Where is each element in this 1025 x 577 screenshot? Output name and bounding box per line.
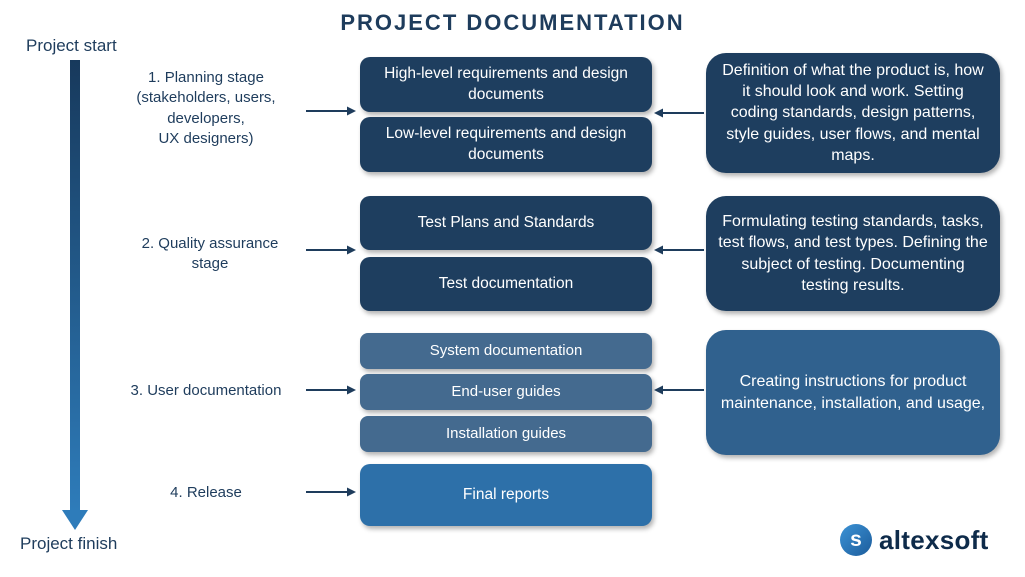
doc-box-final-reports: Final reports bbox=[360, 464, 652, 526]
note-box-planning: Definition of what the product is, how i… bbox=[706, 53, 1000, 173]
stage-label-release: 4. Release bbox=[170, 484, 242, 501]
doc-box-installation-guides: Installation guides bbox=[360, 416, 652, 452]
page-title: PROJECT DOCUMENTATION bbox=[340, 10, 685, 35]
doc-box-system-documentation: System documentation bbox=[360, 333, 652, 369]
arrow-left-userdoc-note-icon bbox=[654, 385, 704, 395]
arrow-right-release-icon bbox=[306, 487, 356, 497]
arrow-left-qa-note-icon bbox=[654, 245, 704, 255]
timeline-down-arrow-icon bbox=[62, 60, 88, 530]
doc-box-test-plans-standards: Test Plans and Standards bbox=[360, 196, 652, 250]
timeline-start-label: Project start bbox=[26, 36, 117, 55]
stage-label-planning: 1. Planning stage (stakeholders, users, … bbox=[136, 69, 276, 147]
arrow-right-planning-icon bbox=[306, 106, 356, 116]
altexsoft-logo-icon: s bbox=[840, 524, 872, 556]
timeline-finish-label: Project finish bbox=[20, 534, 118, 553]
stage-label-user-documentation: 3. User documentation bbox=[130, 382, 282, 399]
stage-label-quality-assurance: 2. Quality assurance stage bbox=[141, 235, 279, 273]
arrow-right-userdoc-icon bbox=[306, 385, 356, 395]
doc-box-high-level-requirements: High-level requirements and design docum… bbox=[360, 57, 652, 112]
note-box-user-documentation: Creating instructions for product mainte… bbox=[706, 330, 1000, 455]
arrow-left-planning-note-icon bbox=[654, 108, 704, 118]
doc-box-end-user-guides: End-user guides bbox=[360, 374, 652, 410]
doc-box-low-level-requirements: Low-level requirements and design docume… bbox=[360, 117, 652, 172]
altexsoft-logo-text: altexsoft bbox=[879, 524, 989, 555]
doc-box-test-documentation: Test documentation bbox=[360, 257, 652, 311]
arrow-right-qa-icon bbox=[306, 245, 356, 255]
note-box-quality-assurance: Formulating testing standards, tasks, te… bbox=[706, 196, 1000, 311]
altexsoft-logo: s altexsoft bbox=[840, 524, 989, 556]
